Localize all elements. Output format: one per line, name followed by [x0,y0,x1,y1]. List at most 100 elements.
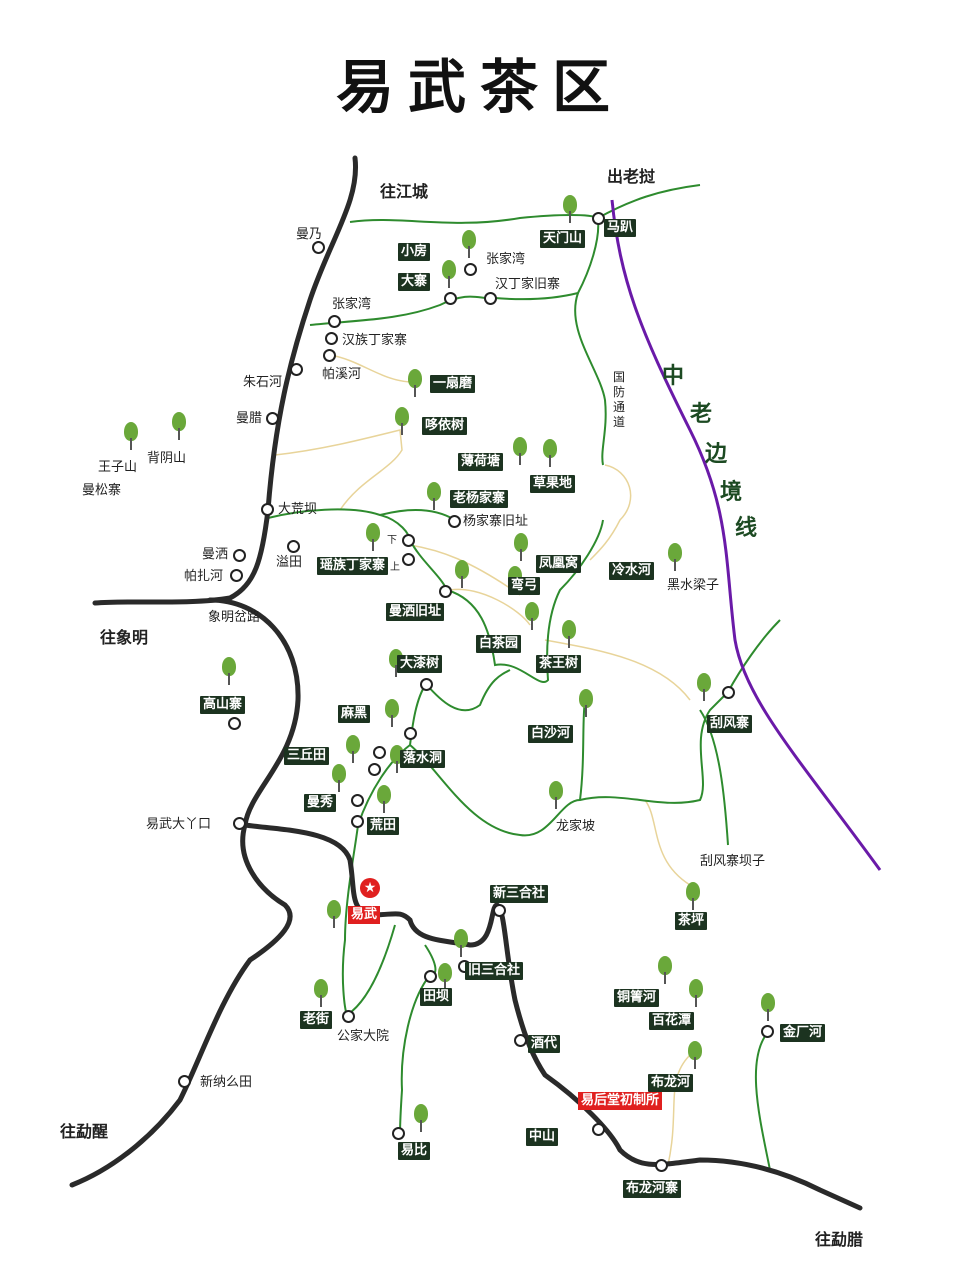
tag-label[interactable]: 刮风寨 [707,715,753,733]
stop-marker[interactable] [655,1159,668,1172]
tag-label[interactable]: 老街 [300,1011,333,1029]
tag-label[interactable]: 老杨家寨 [450,490,509,508]
tag-label[interactable]: 三丘田 [284,747,330,765]
place-label[interactable]: 张家湾 [332,297,372,312]
place-label[interactable]: 王子山 [98,460,138,475]
stop-marker[interactable] [439,585,452,598]
stop-marker[interactable] [261,503,274,516]
tag-label[interactable]: 高山寨 [200,696,246,714]
stop-marker[interactable] [420,678,433,691]
tag-label[interactable]: 冷水河 [609,562,655,580]
tag-label[interactable]: 荒田 [367,817,400,835]
tag-label[interactable]: 铜箐河 [614,989,660,1007]
stop-marker[interactable] [493,904,506,917]
tag-label[interactable]: 酒代 [528,1035,561,1053]
stop-marker[interactable] [287,540,300,553]
tag-label[interactable]: 哆依树 [422,417,468,435]
stop-marker[interactable] [230,569,243,582]
stop-marker[interactable] [233,817,246,830]
stop-marker[interactable] [514,1034,527,1047]
place-label[interactable]: 曼乃 [296,227,323,242]
tag-label[interactable]: 新三合社 [490,885,549,903]
tag-label[interactable]: 大寨 [398,273,431,291]
place-label[interactable]: 象明岔路 [208,610,261,625]
stop-marker[interactable] [368,763,381,776]
stop-marker[interactable] [592,212,605,225]
place-label[interactable]: 新纳么田 [200,1075,253,1090]
stop-marker[interactable] [266,412,279,425]
tag-label[interactable]: 中山 [526,1128,559,1146]
stop-marker[interactable] [328,315,341,328]
place-label[interactable]: 张家湾 [486,252,526,267]
tag-label[interactable]: 麻黑 [338,705,371,723]
place-label[interactable]: 背阴山 [147,451,187,466]
stop-marker[interactable] [373,746,386,759]
stop-marker[interactable] [351,815,364,828]
stop-marker[interactable] [402,553,415,566]
place-label[interactable]: 曼腊 [236,411,263,426]
tag-label[interactable]: 白沙河 [528,725,574,743]
stop-marker[interactable] [761,1025,774,1038]
stop-marker[interactable] [325,332,338,345]
stop-marker[interactable] [448,515,461,528]
stop-marker[interactable] [342,1010,355,1023]
place-label[interactable]: 刮风寨坝子 [700,854,766,869]
tag-label[interactable]: 易比 [398,1142,431,1160]
stop-marker[interactable] [323,349,336,362]
tree-icon [385,699,399,727]
place-label[interactable]: 曼洒 [202,547,229,562]
tag-label[interactable]: 金厂河 [780,1024,826,1042]
stop-marker[interactable] [464,263,477,276]
tag-label[interactable]: 布龙河 [648,1074,694,1092]
tag-label[interactable]: 草果地 [530,475,576,493]
stop-marker[interactable] [484,292,497,305]
tag-label[interactable]: 一扇磨 [430,375,476,393]
tag-label[interactable]: 布龙河寨 [623,1180,682,1198]
stop-marker[interactable] [290,363,303,376]
factory-label[interactable]: 易后堂初制所 [578,1092,663,1110]
tag-label[interactable]: 瑶族丁家寨 [317,557,389,575]
place-label[interactable]: 汉丁家旧寨 [495,277,561,292]
tag-label[interactable]: 天门山 [540,230,586,248]
tag-label[interactable]: 大漆树 [397,655,443,673]
stop-marker[interactable] [592,1123,605,1136]
tag-label[interactable]: 曼秀 [304,794,337,812]
stop-marker[interactable] [351,794,364,807]
tag-label[interactable]: 马趴 [604,219,637,237]
tag-label[interactable]: 茶王树 [536,655,582,673]
stop-marker[interactable] [444,292,457,305]
tag-label[interactable]: 曼洒旧址 [386,603,445,621]
tag-label[interactable]: 百花潭 [649,1012,695,1030]
stop-marker[interactable] [228,717,241,730]
tag-label[interactable]: 白茶园 [476,635,522,653]
place-label[interactable]: 龙家坡 [556,819,596,834]
tag-label[interactable]: 弯弓 [508,577,541,595]
place-label[interactable]: 帕扎河 [184,569,224,584]
place-label[interactable]: 杨家寨旧址 [463,514,529,529]
tag-label[interactable]: 茶坪 [675,912,708,930]
tag-label[interactable]: 落水洞 [400,750,446,768]
tag-label[interactable]: 小房 [398,243,431,261]
tag-label[interactable]: 薄荷塘 [458,453,504,471]
place-label[interactable]: 朱石河 [243,375,283,390]
stop-marker[interactable] [722,686,735,699]
tag-label[interactable]: 凤凰窝 [536,555,582,573]
stop-marker[interactable] [312,241,325,254]
place-label[interactable]: 汉族丁家寨 [342,333,408,348]
yiwu-label[interactable]: 易武 [348,906,381,924]
stop-marker[interactable] [404,727,417,740]
stop-marker[interactable] [402,534,415,547]
place-label[interactable]: 溢田 [276,555,303,570]
stop-marker[interactable] [233,549,246,562]
tag-label[interactable]: 旧三合社 [465,962,524,980]
stop-marker[interactable] [178,1075,191,1088]
place-label[interactable]: 易武大丫口 [146,817,212,832]
tag-label[interactable]: 田坝 [420,988,453,1006]
place-label[interactable]: 黑水梁子 [667,578,720,593]
place-label[interactable]: 曼松寨 [82,483,122,498]
stop-marker[interactable] [392,1127,405,1140]
place-label[interactable]: 帕溪河 [322,367,362,382]
place-label[interactable]: 公家大院 [337,1029,390,1044]
stop-marker[interactable] [424,970,437,983]
place-label[interactable]: 大荒坝 [278,502,318,517]
